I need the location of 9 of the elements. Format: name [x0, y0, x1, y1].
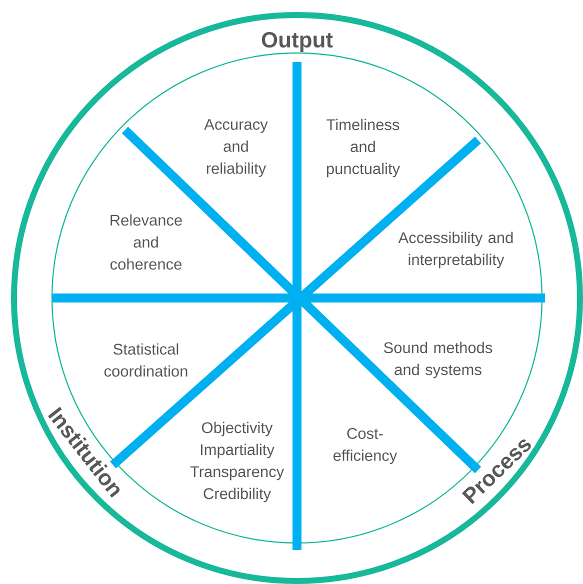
segment-label: Accuracy and reliability	[204, 119, 268, 177]
segment-label: Statistical coordination	[104, 343, 188, 377]
segment-label: Sound methods and systems	[384, 342, 492, 378]
ring-label: Output	[262, 32, 333, 52]
segment-label: Objectivity Impartiality Transparency Credibility	[190, 422, 284, 502]
segment-label: Accessibility and interpretability	[398, 232, 513, 268]
segment-label: Relevance and coherence	[110, 214, 182, 270]
segment-label: Timeliness and punctuality	[326, 118, 400, 178]
segment-label: Cost-efficiency	[334, 428, 398, 464]
